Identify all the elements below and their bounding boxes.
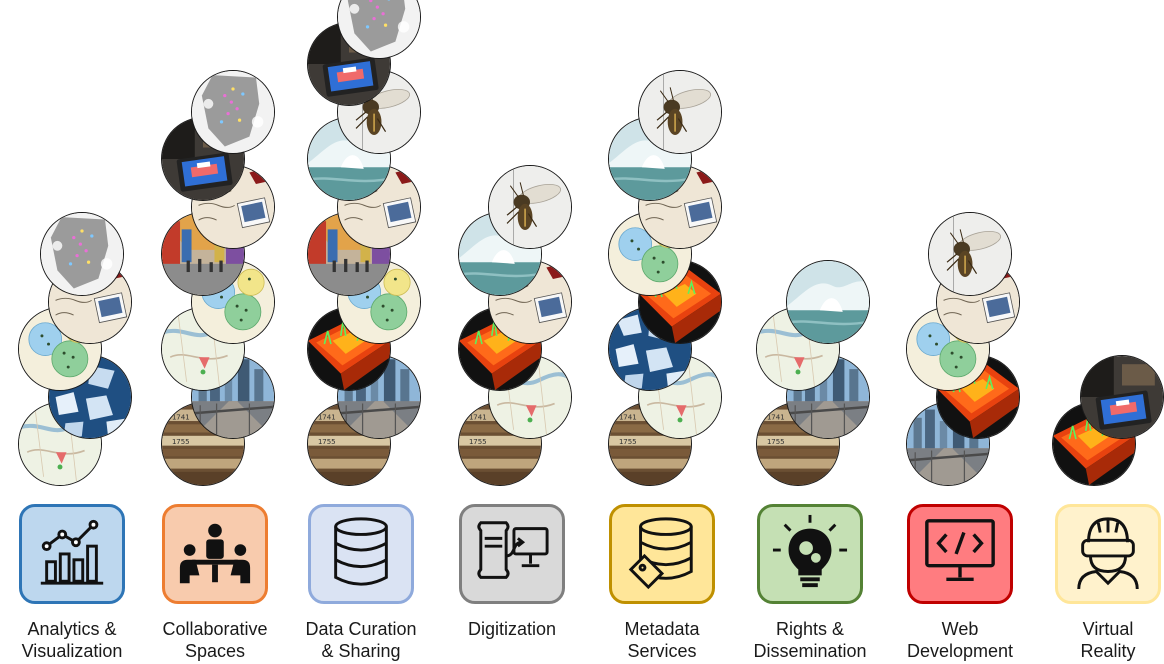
svg-text:1741: 1741: [318, 412, 336, 421]
svg-text:1741: 1741: [767, 412, 785, 421]
service-tile-4: [609, 504, 715, 604]
svg-text:1741: 1741: [469, 412, 487, 421]
bee-specimen-thumbnail: [488, 164, 572, 249]
service-label-line: & Sharing: [321, 641, 401, 661]
service-tile-6: [907, 504, 1013, 604]
service-label-line: Visualization: [21, 641, 123, 661]
lightbulb-gears-icon: [771, 513, 849, 596]
bee-specimen-thumbnail: [928, 212, 1012, 296]
gis-map-thumbnail: [191, 69, 275, 154]
analytics-chart-icon: [33, 513, 111, 596]
svg-text:1741: 1741: [619, 412, 637, 421]
service-label-line: Web: [941, 619, 979, 639]
service-label-line: Services: [627, 641, 697, 661]
service-label-line: Digitization: [467, 619, 557, 639]
service-tile-5: [757, 504, 863, 604]
service-label: Data Curation& Sharing: [291, 618, 431, 662]
database-tag-icon: [623, 513, 701, 596]
glacier-ice-thumbnail: [786, 259, 870, 344]
service-tile-2: [308, 504, 414, 604]
service-label-line: Collaborative: [162, 619, 268, 639]
service-label-line: Rights &: [775, 619, 845, 639]
svg-text:1755: 1755: [172, 437, 190, 446]
service-label-line: Development: [906, 641, 1014, 661]
service-label: Rights &Dissemination: [740, 618, 880, 662]
service-tile-0: [19, 504, 125, 604]
gis-map-thumbnail: [337, 0, 421, 59]
vr-person-icon: [1069, 513, 1147, 596]
service-label: Analytics &Visualization: [2, 618, 142, 662]
service-tile-7: [1055, 504, 1161, 604]
service-label-line: Metadata: [624, 619, 700, 639]
bee-specimen-thumbnail: [638, 69, 722, 154]
service-label-line: Data Curation: [305, 619, 417, 639]
digitize-scroll-monitor-icon: [473, 513, 551, 596]
svg-text:1755: 1755: [767, 437, 785, 446]
svg-text:1755: 1755: [619, 437, 637, 446]
svg-text:1755: 1755: [469, 437, 487, 446]
service-tile-1: [162, 504, 268, 604]
service-label-line: Spaces: [184, 641, 246, 661]
service-label-line: Reality: [1080, 641, 1136, 661]
service-label: Digitization: [442, 618, 582, 640]
svg-text:1741: 1741: [172, 412, 190, 421]
monitor-code-icon: [921, 513, 999, 596]
service-label-line: Dissemination: [753, 641, 867, 661]
meeting-people-icon: [176, 513, 254, 596]
ledger-books-thumbnail: 1741 1755: [608, 402, 692, 486]
gis-map-thumbnail: [40, 212, 124, 296]
service-tile-3: [459, 504, 565, 604]
service-label-line: Virtual: [1082, 619, 1134, 639]
database-icon: [322, 513, 400, 596]
vr-headset-room-thumbnail: [1080, 354, 1164, 439]
svg-text:1755: 1755: [318, 437, 336, 446]
service-label-line: Analytics &: [27, 619, 117, 639]
